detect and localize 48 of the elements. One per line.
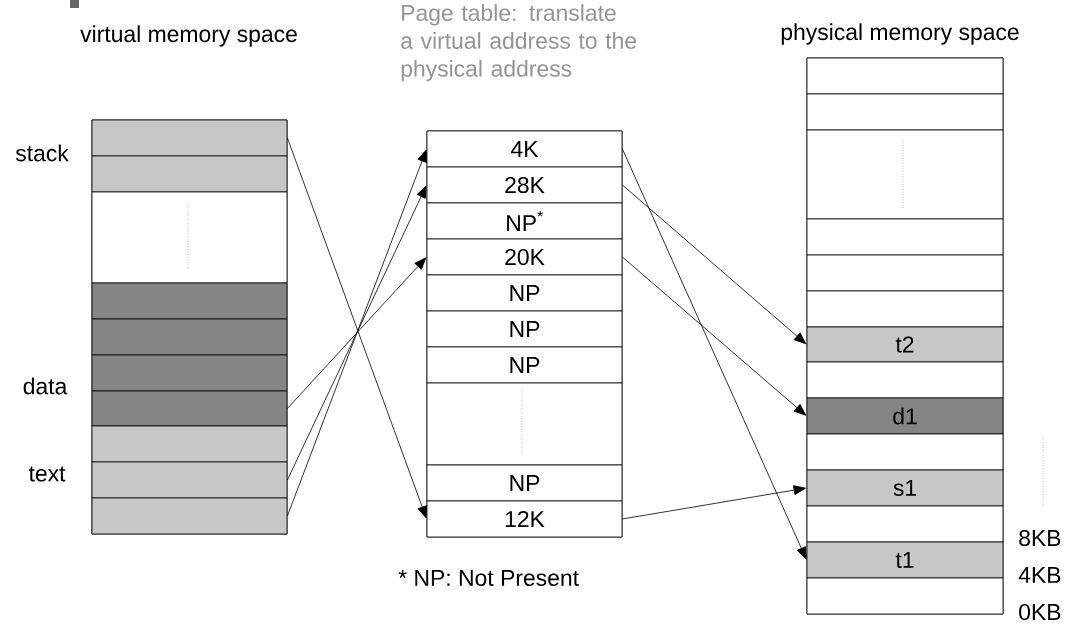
memory-row — [806, 57, 1004, 95]
table-row: NP$^{*}$ — [426, 202, 623, 240]
table-row: 28K — [426, 166, 623, 204]
memory-row — [806, 93, 1004, 131]
memory-row: t2 — [806, 326, 1004, 363]
address-label: 8KB — [1019, 529, 1061, 547]
table-row: 12K — [426, 500, 623, 538]
arrow — [622, 184, 807, 345]
memory-row — [91, 155, 288, 193]
region-label: data — [23, 377, 68, 395]
memory-row — [91, 390, 288, 427]
address-label: 0KB — [1019, 603, 1061, 621]
memory-row — [91, 354, 288, 392]
memory-row — [91, 497, 288, 535]
memory-row — [91, 425, 288, 463]
memory-row: s1 — [806, 469, 1004, 507]
memory-row: t1 — [806, 541, 1004, 579]
memory-row — [91, 282, 288, 320]
arrow — [622, 485, 806, 520]
memory-row — [91, 119, 288, 157]
arrow — [287, 185, 427, 481]
memory-row: d1 — [806, 397, 1004, 435]
memory-row — [806, 433, 1004, 471]
column-heading: physical memory space — [781, 23, 1019, 45]
arrow — [287, 257, 427, 409]
region-label: text — [28, 466, 66, 482]
table-row: 20K — [426, 238, 623, 276]
arrow — [622, 256, 807, 416]
address-label: 4KB — [1018, 567, 1061, 583]
memory-row — [91, 191, 288, 284]
memory-row — [806, 218, 1004, 256]
memory-row — [806, 361, 1004, 399]
table-row: NP — [426, 346, 623, 384]
region-label: stack — [15, 144, 69, 162]
memory-row — [91, 461, 288, 499]
table-row: NP — [426, 464, 623, 502]
column-heading: Page table: translate a virtual address to the physical address — [401, 4, 637, 82]
memory-row — [806, 290, 1004, 328]
memory-row — [806, 254, 1004, 292]
arrow — [622, 148, 807, 560]
table-row: NP — [426, 310, 623, 348]
memory-row — [806, 577, 1004, 615]
column-heading: virtual memory space — [80, 25, 297, 47]
table-row: NP — [426, 274, 623, 312]
footnote: * NP: Not Present — [398, 570, 579, 586]
memory-row — [91, 318, 288, 356]
table-row: 4K — [426, 130, 623, 168]
memory-row — [806, 505, 1004, 543]
